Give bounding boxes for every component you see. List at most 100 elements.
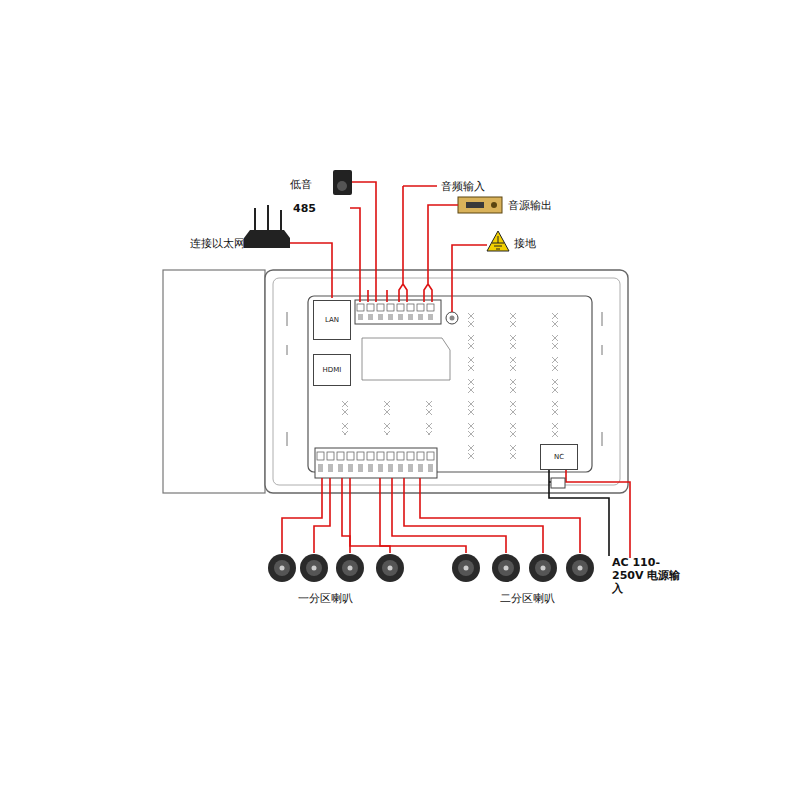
amplifier-icon [458, 197, 502, 213]
terminal-screws [357, 304, 434, 320]
power-clip [551, 478, 565, 488]
terminal-hole [358, 464, 363, 472]
speaker-dome [388, 566, 393, 571]
terminal-screw [357, 452, 364, 460]
terminal-screw [337, 452, 344, 460]
terminal-screw [407, 452, 414, 460]
speaker-dome [464, 566, 469, 571]
terminal-hole [378, 464, 383, 472]
terminal-hole [348, 464, 353, 472]
port-label: HDMI [323, 367, 342, 374]
speaker-cone [274, 560, 290, 576]
vent-pattern [330, 395, 450, 435]
terminal-hole [408, 314, 413, 320]
terminal-hole [408, 464, 413, 472]
speaker-icons [268, 554, 594, 582]
port-label: NC [554, 454, 564, 461]
subwoofer-label: 低音 [290, 178, 312, 191]
terminal-screw [377, 304, 384, 311]
ethernet-label: 连接以太网 [190, 237, 245, 250]
speaker-cone [498, 560, 514, 576]
terminal-hole [318, 464, 323, 472]
speaker-dome [504, 566, 509, 571]
terminal-screw [417, 452, 424, 460]
terminal-hole [328, 464, 333, 472]
terminal-screw [397, 452, 404, 460]
power-terminal: NC [540, 444, 578, 470]
speaker-dome [578, 566, 583, 571]
terminal-hole [418, 464, 423, 472]
terminal-hole [418, 314, 423, 320]
terminal-screw [347, 452, 354, 460]
terminal-hole [368, 464, 373, 472]
ground-screw [446, 312, 458, 324]
speaker-wire [282, 478, 580, 553]
router-icon [244, 205, 290, 248]
speaker [376, 554, 404, 582]
terminal-screws [317, 452, 434, 472]
terminal-screw [317, 452, 324, 460]
terminal-block [315, 448, 437, 478]
terminal-hole [428, 464, 433, 472]
terminal-hole [398, 314, 403, 320]
terminal-hole [378, 314, 383, 320]
speaker-cone [572, 560, 588, 576]
terminal-screw [357, 304, 364, 311]
terminal-block [355, 300, 441, 324]
terminal-hole [398, 464, 403, 472]
zone2-label: 二分区喇叭 [500, 592, 555, 605]
power-wire [549, 470, 609, 556]
terminal-hole [388, 314, 393, 320]
terminal-hole [358, 314, 363, 320]
terminal-hole [428, 314, 433, 320]
terminal-screw [367, 304, 374, 311]
speaker [336, 554, 364, 582]
speaker-cone [306, 560, 322, 576]
side-box [163, 270, 265, 493]
terminal-hole [368, 314, 373, 320]
terminal-screw [397, 304, 404, 311]
panel-inner [273, 278, 620, 485]
source-output-label: 音源输出 [508, 199, 552, 212]
speaker [268, 554, 296, 582]
speaker-dome [348, 566, 353, 571]
red-wire [290, 182, 487, 312]
terminal-screw [427, 304, 434, 311]
speaker-dome [541, 566, 546, 571]
speaker-dome [280, 566, 285, 571]
port-label: LAN [325, 317, 339, 324]
speaker-cone [535, 560, 551, 576]
terminal-screw [367, 452, 374, 460]
ground-screw-core [450, 316, 455, 321]
circuit-board [308, 296, 592, 472]
terminal-screw [387, 452, 394, 460]
bus-label: 485 [293, 202, 316, 215]
terminal-screw [407, 304, 414, 311]
terminal-screw [417, 304, 424, 311]
hdmi-port: HDMI [313, 354, 351, 386]
speaker [529, 554, 557, 582]
ground-label: 接地 [514, 237, 536, 250]
terminal-screw [327, 452, 334, 460]
terminal-screw [377, 452, 384, 460]
main-panel [265, 270, 628, 493]
speaker [566, 554, 594, 582]
terminal-screw [427, 452, 434, 460]
speaker [300, 554, 328, 582]
speaker [492, 554, 520, 582]
ground-warning-icon [487, 231, 509, 251]
lan-port: LAN [313, 300, 351, 340]
audio-input-label: 音频输入 [441, 180, 485, 193]
power-wire [566, 470, 630, 558]
speaker-cone [342, 560, 358, 576]
vent-pattern [460, 312, 580, 462]
speaker-cone [382, 560, 398, 576]
terminal-screw [387, 304, 394, 311]
zone1-label: 一分区喇叭 [298, 592, 353, 605]
terminal-hole [388, 464, 393, 472]
speaker-dome [312, 566, 317, 571]
terminal-hole [338, 464, 343, 472]
subwoofer-icon [333, 170, 352, 195]
power-input-label: AC 110-250V 电源输入 [612, 556, 690, 596]
